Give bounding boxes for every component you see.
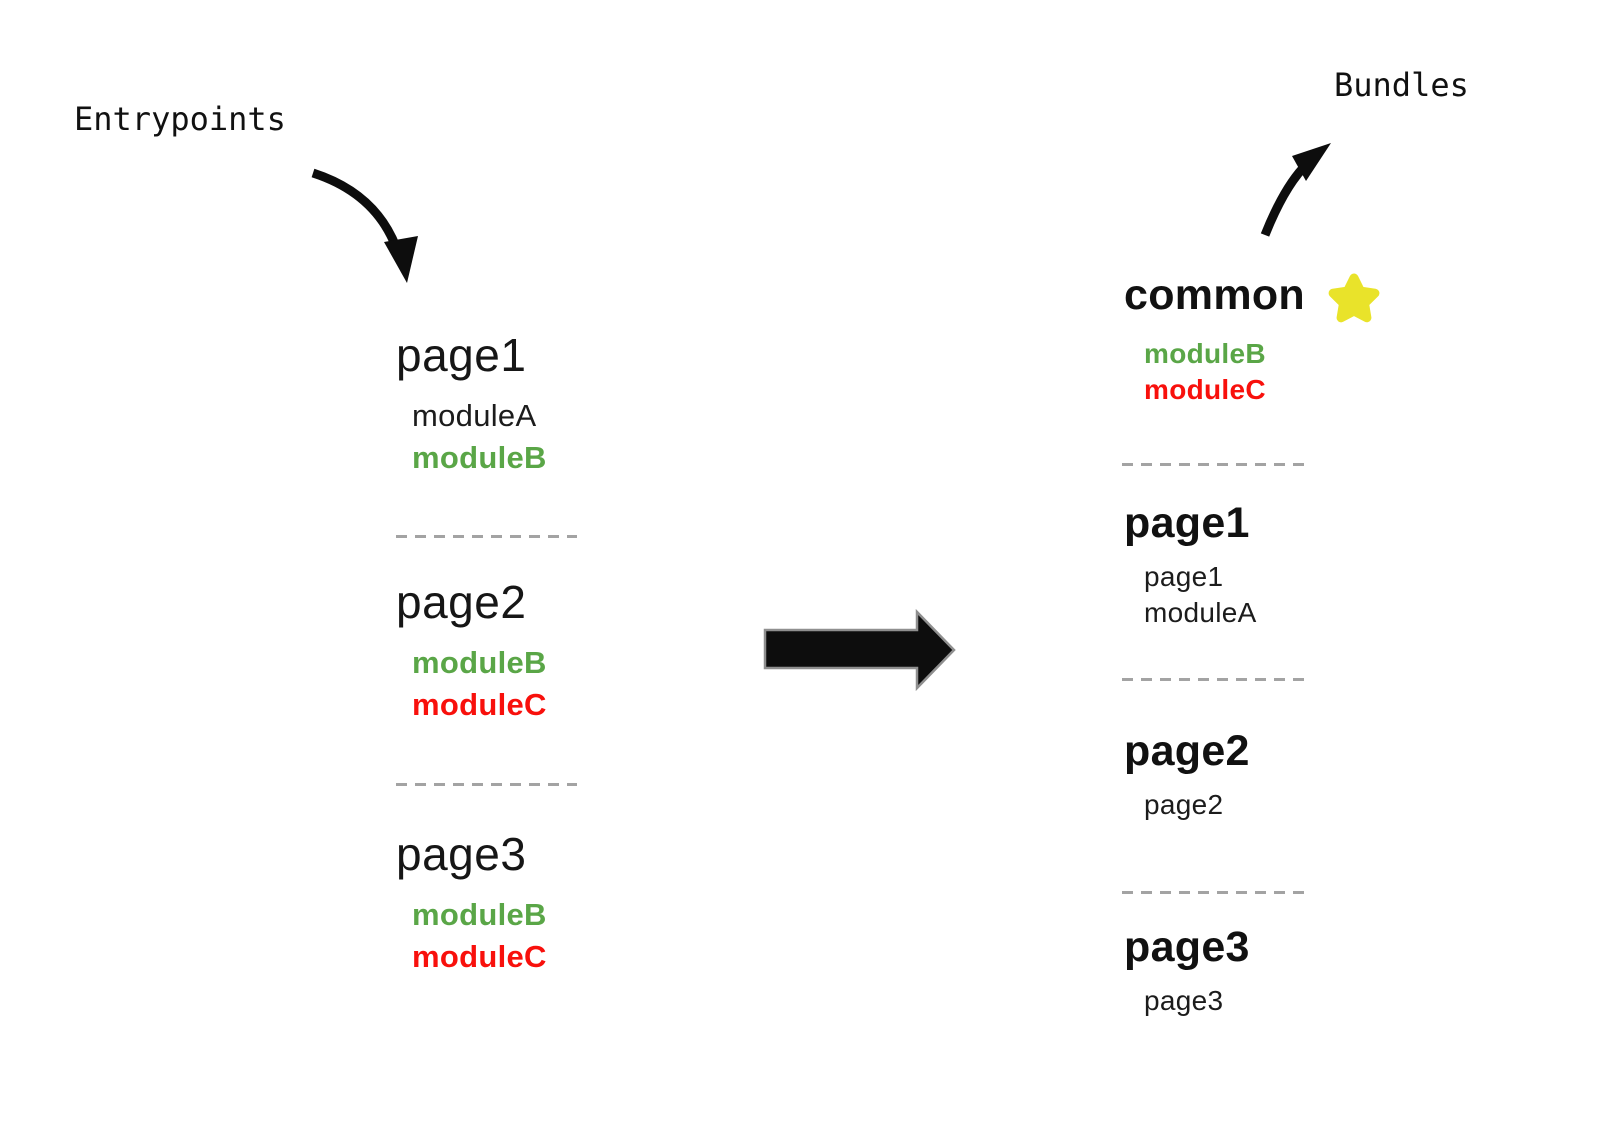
entrypoint-title: page3 bbox=[396, 828, 527, 880]
module-item: moduleB bbox=[1144, 338, 1266, 369]
module-item: page3 bbox=[1144, 985, 1224, 1017]
bundle-group-page3: page3 page3 bbox=[1124, 923, 1250, 1019]
bundle-title: page2 bbox=[1124, 727, 1250, 775]
module-item: page2 bbox=[1144, 789, 1224, 821]
curved-arrow-down-icon bbox=[311, 168, 418, 283]
separator-dashed bbox=[396, 535, 577, 538]
separator-dashed bbox=[1122, 678, 1306, 681]
module-item: page1 bbox=[1144, 561, 1224, 593]
bundle-group-common: common moduleB moduleC bbox=[1124, 268, 1381, 408]
module-item: moduleA bbox=[412, 397, 537, 433]
entrypoints-label: Entrypoints bbox=[74, 100, 286, 138]
bundle-title: page3 bbox=[1124, 923, 1250, 971]
bundle-group-page1: page1 page1 moduleA bbox=[1124, 499, 1257, 631]
right-arrow-icon bbox=[763, 608, 956, 692]
module-item: moduleB bbox=[412, 644, 547, 680]
star-icon bbox=[1328, 273, 1380, 323]
module-item: moduleC bbox=[412, 939, 547, 975]
bundle-title: common bbox=[1124, 271, 1305, 320]
entrypoint-group-page2: page2 moduleB moduleC bbox=[396, 577, 547, 727]
separator-dashed bbox=[1122, 891, 1306, 894]
module-item: moduleA bbox=[1144, 597, 1257, 629]
separator-dashed bbox=[1122, 463, 1306, 466]
bundle-title: page1 bbox=[1124, 499, 1250, 547]
entrypoint-group-page3: page3 moduleB moduleC bbox=[396, 829, 547, 979]
module-item: moduleC bbox=[1144, 373, 1266, 405]
entrypoint-group-page1: page1 moduleA moduleB bbox=[396, 330, 547, 480]
module-item: moduleB bbox=[412, 896, 547, 932]
entrypoint-title: page2 bbox=[396, 576, 527, 628]
bundles-label: Bundles bbox=[1334, 66, 1469, 104]
module-item: moduleC bbox=[412, 687, 547, 723]
module-item: moduleB bbox=[412, 440, 547, 476]
bundle-group-page2: page2 page2 bbox=[1124, 727, 1250, 823]
entrypoint-title: page1 bbox=[396, 329, 527, 381]
curved-arrow-up-icon bbox=[1260, 143, 1331, 237]
separator-dashed bbox=[396, 783, 577, 786]
